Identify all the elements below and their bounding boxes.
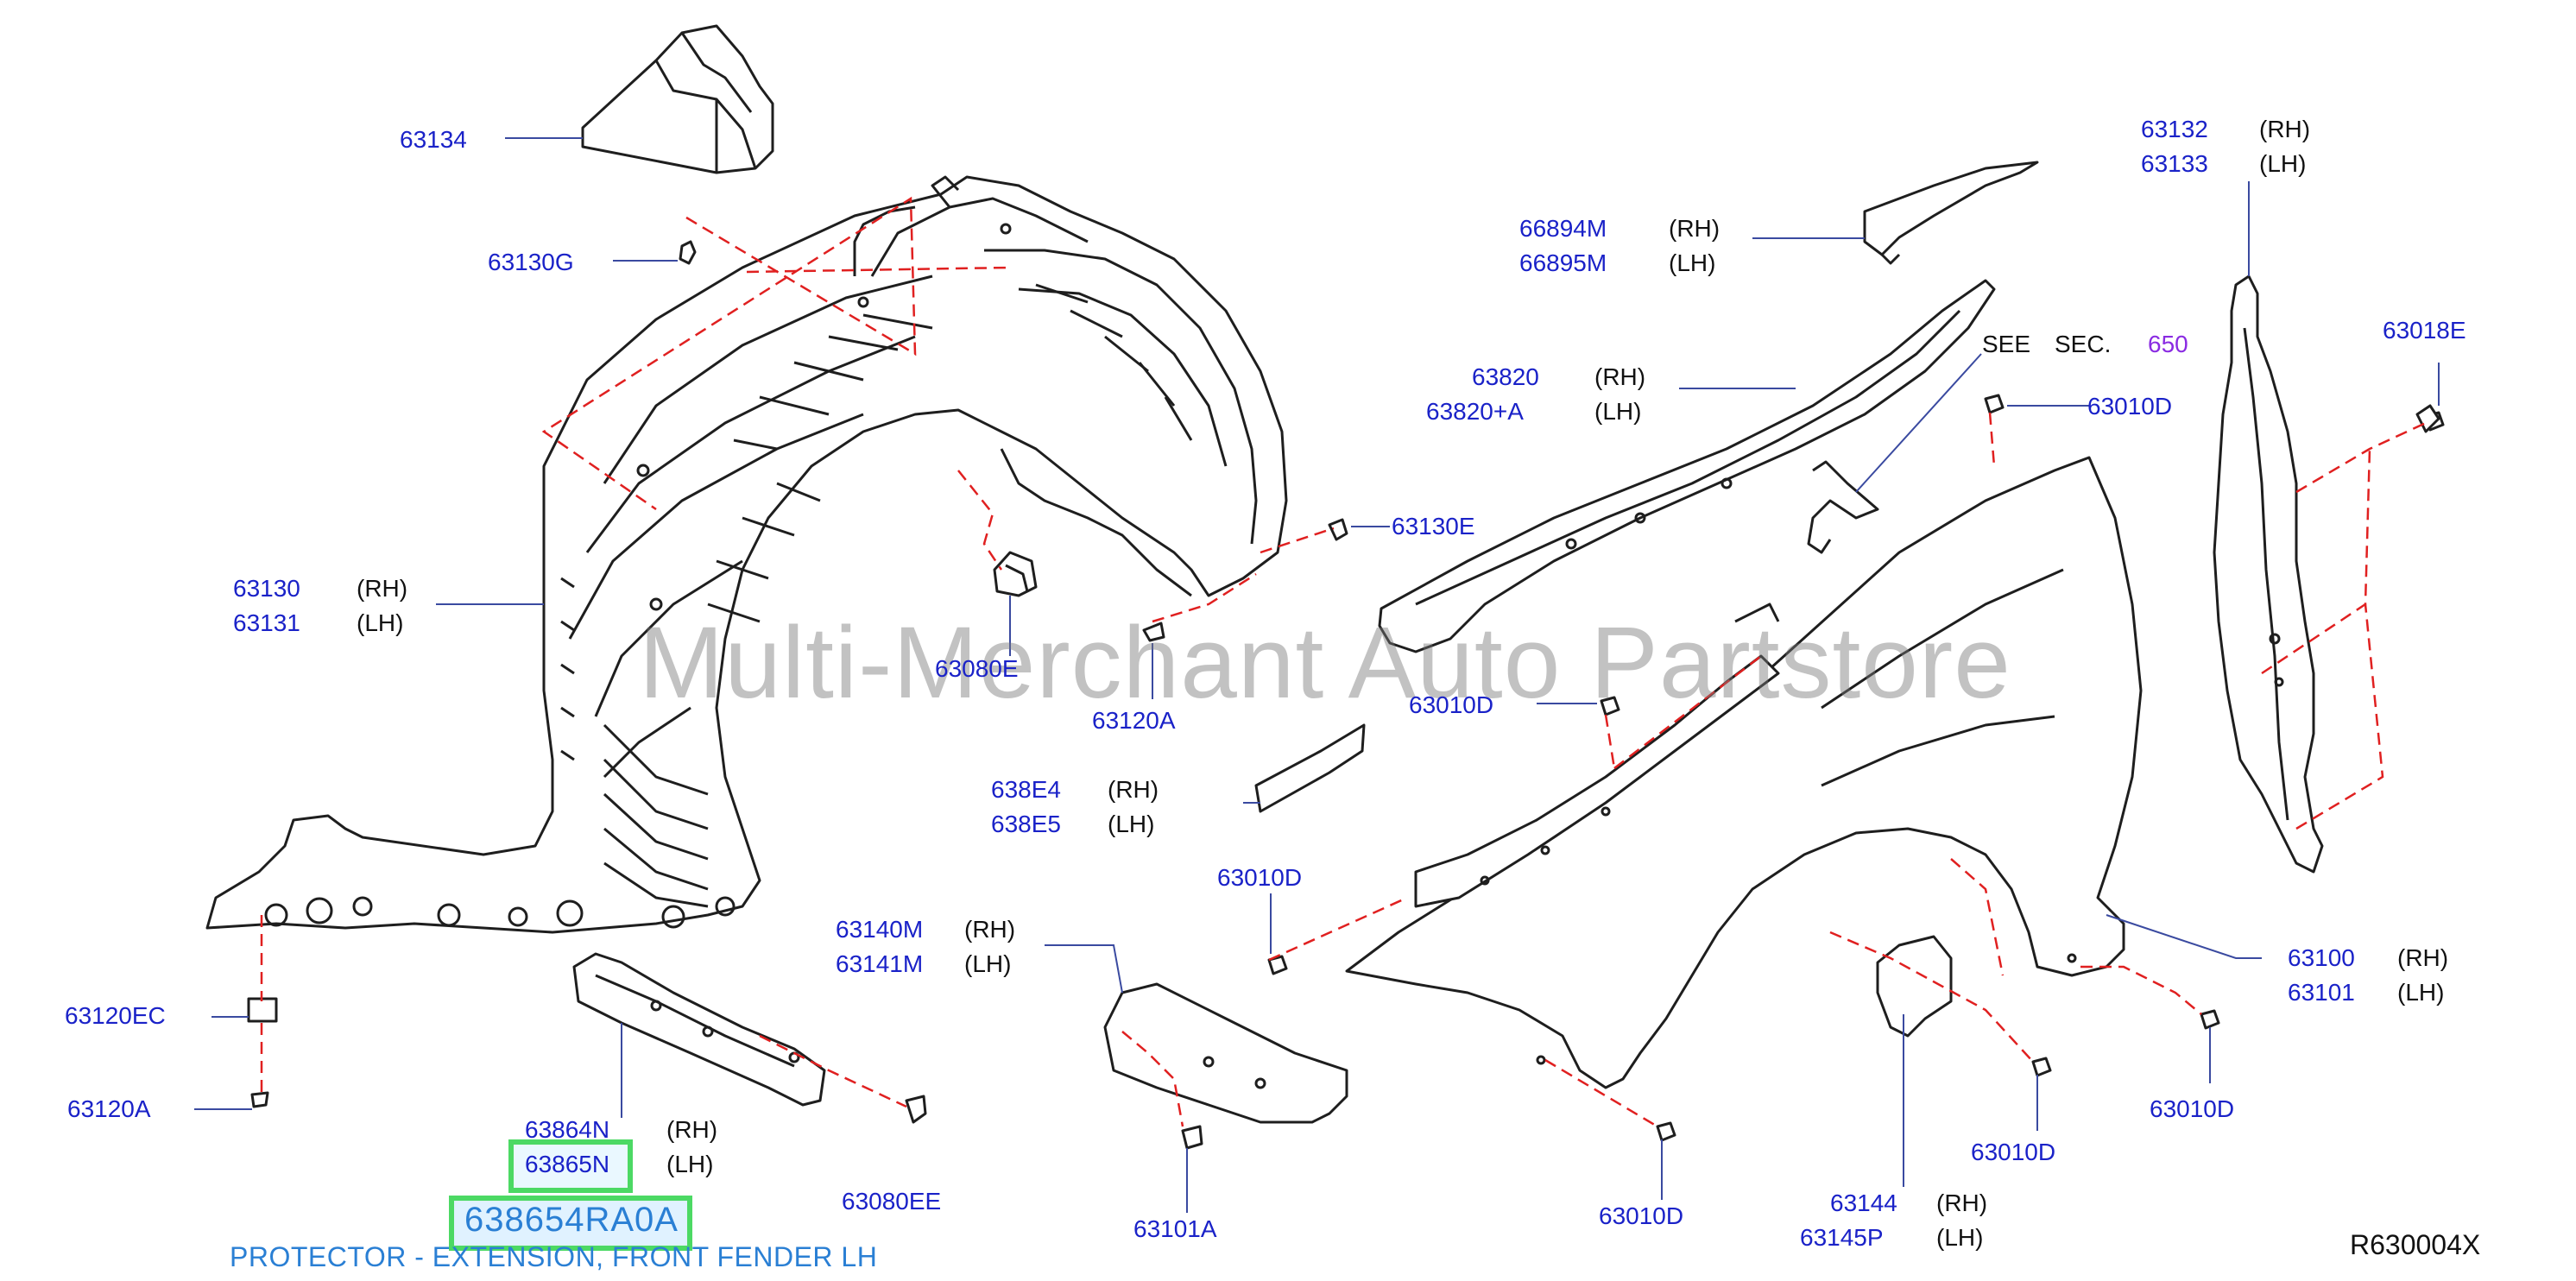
side-63101: (LH) [2397,979,2445,1006]
side-63130: (RH) [357,575,408,602]
label-66895M[interactable]: 66895M [1519,249,1607,276]
fender-liner-63130 [205,175,1288,934]
seal-63132 [2213,274,2324,874]
label-63080E[interactable]: 63080E [935,655,1019,682]
label-63010D-lower-mid[interactable]: 63010D [1971,1139,2056,1165]
label-63132[interactable]: 63132 [2141,116,2208,142]
label-63864N[interactable]: 63864N [525,1116,610,1143]
label-63080EE[interactable]: 63080EE [842,1188,942,1215]
bracket-66894M [1863,161,2039,265]
clip-63101A [1181,1125,1203,1150]
label-63101[interactable]: 63101 [2288,979,2355,1006]
side-63145P: (LH) [1936,1224,1984,1251]
label-63010D-mid[interactable]: 63010D [1409,691,1494,718]
label-63010D-left[interactable]: 63010D [1217,864,1303,891]
label-63100[interactable]: 63100 [2288,944,2355,971]
clip-63120A-l [250,1091,269,1108]
label-63133[interactable]: 63133 [2141,150,2208,177]
bracket-63140M [1103,982,1348,1124]
block-63080E [993,551,1038,597]
label-63120EC[interactable]: 63120EC [65,1002,166,1029]
side-63100: (RH) [2397,944,2449,971]
side-63132: (RH) [2259,116,2311,142]
side-638E5: (LH) [1108,811,1155,837]
see-label: SEE [1982,331,2031,357]
label-63018E[interactable]: 63018E [2383,317,2466,344]
label-66894M[interactable]: 66894M [1519,215,1607,242]
side-63820: (RH) [1594,363,1646,390]
label-63010D-bottom[interactable]: 63010D [1599,1202,1684,1229]
label-63865N[interactable]: 63865N [525,1151,610,1177]
highlight-description: PROTECTOR - EXTENSION, FRONT FENDER LH [230,1241,878,1272]
protector-extension-63864N [572,952,826,1107]
highlight-box-part-number [449,1196,692,1251]
label-63145P[interactable]: 63145P [1800,1224,1884,1251]
label-63010D-top[interactable]: 63010D [2087,393,2173,420]
label-63120A-left[interactable]: 63120A [67,1095,151,1122]
side-66894M: (RH) [1669,215,1720,242]
clip-63120A-c [1142,622,1165,642]
label-63130G[interactable]: 63130G [488,249,574,275]
fender-63100 [1345,456,2143,1089]
label-63144[interactable]: 63144 [1830,1190,1897,1216]
clip-63120EC [247,997,278,1023]
label-63141M[interactable]: 63141M [836,950,924,977]
label-63820[interactable]: 63820 [1472,363,1539,390]
bracket-63144 [1876,935,1953,1038]
label-63120A-center[interactable]: 63120A [1092,707,1176,734]
diagram-reference: R630004X [2350,1229,2481,1260]
side-63865N: (LH) [666,1151,714,1177]
highlight-part-number[interactable]: 638654RA0A [464,1201,679,1239]
clip-63130G [679,240,697,265]
watermark: Multi-Merchant Auto Partstore [639,606,2011,720]
label-63134[interactable]: 63134 [400,126,467,153]
clip-63080EE [905,1095,927,1124]
label-63130E[interactable]: 63130E [1392,513,1475,540]
label-63140M[interactable]: 63140M [836,916,924,943]
side-63144: (RH) [1936,1190,1988,1216]
label-638E4[interactable]: 638E4 [991,776,1061,803]
side-63141M: (LH) [964,950,1012,977]
label-63131[interactable]: 63131 [233,609,300,636]
label-63010D-right[interactable]: 63010D [2150,1095,2235,1122]
side-63133: (LH) [2259,150,2307,177]
side-63131: (LH) [357,609,404,636]
foam-block-63134 [581,24,774,174]
side-63864N: (RH) [666,1116,718,1143]
strip-638E4 [1254,723,1366,813]
side-63140M: (RH) [964,916,1016,943]
clip-63130E [1328,518,1348,541]
side-63820A: (LH) [1594,398,1642,425]
label-63820A[interactable]: 63820+A [1426,398,1524,425]
label-638E5[interactable]: 638E5 [991,811,1061,837]
bracket-see-sec [1807,460,1879,554]
side-638E4: (RH) [1108,776,1159,803]
rail-63820 [1378,279,1996,653]
label-63101A[interactable]: 63101A [1133,1215,1217,1242]
highlight-box-63865N [508,1139,633,1193]
section-link-650[interactable]: 650 [2148,331,2188,357]
label-63130[interactable]: 63130 [233,575,300,602]
side-66895M: (LH) [1669,249,1716,276]
sec-label: SEC. [2055,331,2112,357]
